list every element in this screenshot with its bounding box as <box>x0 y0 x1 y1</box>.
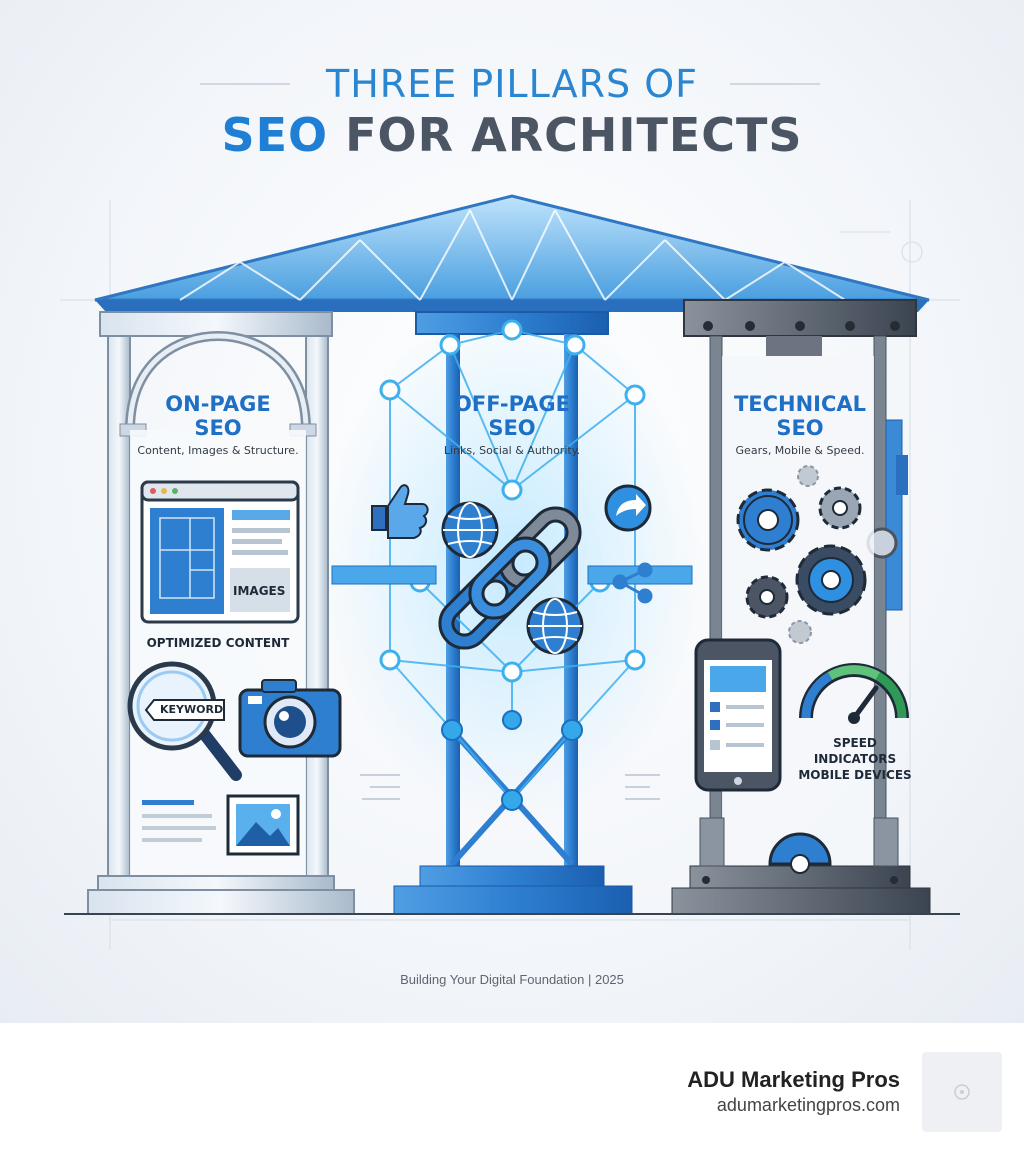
technical-heading-line2: SEO <box>776 416 824 440</box>
brand-block: ADU Marketing Pros adumarketingpros.com <box>687 1067 900 1116</box>
technical-heading-line1: TECHNICAL <box>733 392 867 416</box>
technical-subtitle: Gears, Mobile & Speed. <box>735 444 865 457</box>
on-page-heading-line1: ON-PAGE <box>165 392 271 416</box>
magnifier-icon <box>127 661 242 781</box>
footer-caption: Building Your Digital Foundation | 2025 <box>400 972 624 987</box>
technical-heading: TECHNICAL SEO <box>720 392 880 440</box>
share-arrow-icon <box>604 484 652 532</box>
keyword-label: KEYWORD <box>160 703 224 716</box>
gear-icon <box>795 544 867 616</box>
speed-indicators-label: SPEED INDICATORS MOBILE DEVICES <box>790 735 920 783</box>
gear-icon <box>768 832 832 874</box>
on-page-heading: ON-PAGE SEO <box>130 392 306 440</box>
speed-line-2: INDICATORS <box>813 752 897 766</box>
thumbs-up-icon <box>371 484 429 539</box>
brand-name: ADU Marketing Pros <box>687 1067 900 1092</box>
text-lines-icon <box>142 800 216 842</box>
off-page-heading-line2: SEO <box>488 416 536 440</box>
gear-icon <box>736 488 800 552</box>
title-rest: FOR ARCHITECTS <box>328 108 803 162</box>
dash-marks <box>360 774 660 800</box>
title-line-1: THREE PILLARS OF <box>326 62 698 106</box>
off-page-subtitle: Links, Social & Authority. <box>443 444 581 457</box>
gear-icon <box>745 575 789 619</box>
gear-icon <box>788 620 812 644</box>
infographic-canvas: THREE PILLARS OF SEO FOR ARCHITECTS ON-P… <box>0 0 1024 1023</box>
technical-icons <box>694 465 909 874</box>
images-label: IMAGES <box>233 584 286 598</box>
speedometer-icon <box>799 663 909 724</box>
smartphone-icon <box>694 638 782 792</box>
title-line-2: SEO FOR ARCHITECTS <box>0 108 1024 162</box>
brand-url[interactable]: adumarketingpros.com <box>716 1095 900 1115</box>
off-page-heading-line1: OFF-PAGE <box>454 392 570 416</box>
browser-window-icon <box>140 480 300 624</box>
on-page-subtitle: Content, Images & Structure. <box>137 444 299 457</box>
on-page-heading-line2: SEO <box>194 416 242 440</box>
speed-line-1: SPEED <box>833 736 877 750</box>
on-page-icons <box>127 480 342 856</box>
globe-icon <box>526 597 584 655</box>
gear-icon <box>818 486 862 530</box>
off-page-icons <box>360 484 660 800</box>
title-seo-word: SEO <box>221 108 329 162</box>
camera-icon <box>238 679 342 758</box>
globe-icon <box>441 501 499 559</box>
chain-link-icon <box>438 506 582 650</box>
logo-icon <box>954 1084 970 1100</box>
image-frame-icon <box>226 794 300 856</box>
share-nodes-icon <box>612 562 653 604</box>
off-page-heading: OFF-PAGE SEO <box>420 392 604 440</box>
brand-logo <box>922 1052 1002 1132</box>
gear-icon <box>797 465 819 487</box>
optimized-content-label: OPTIMIZED CONTENT <box>146 636 290 650</box>
speed-line-3: MOBILE DEVICES <box>798 768 912 782</box>
